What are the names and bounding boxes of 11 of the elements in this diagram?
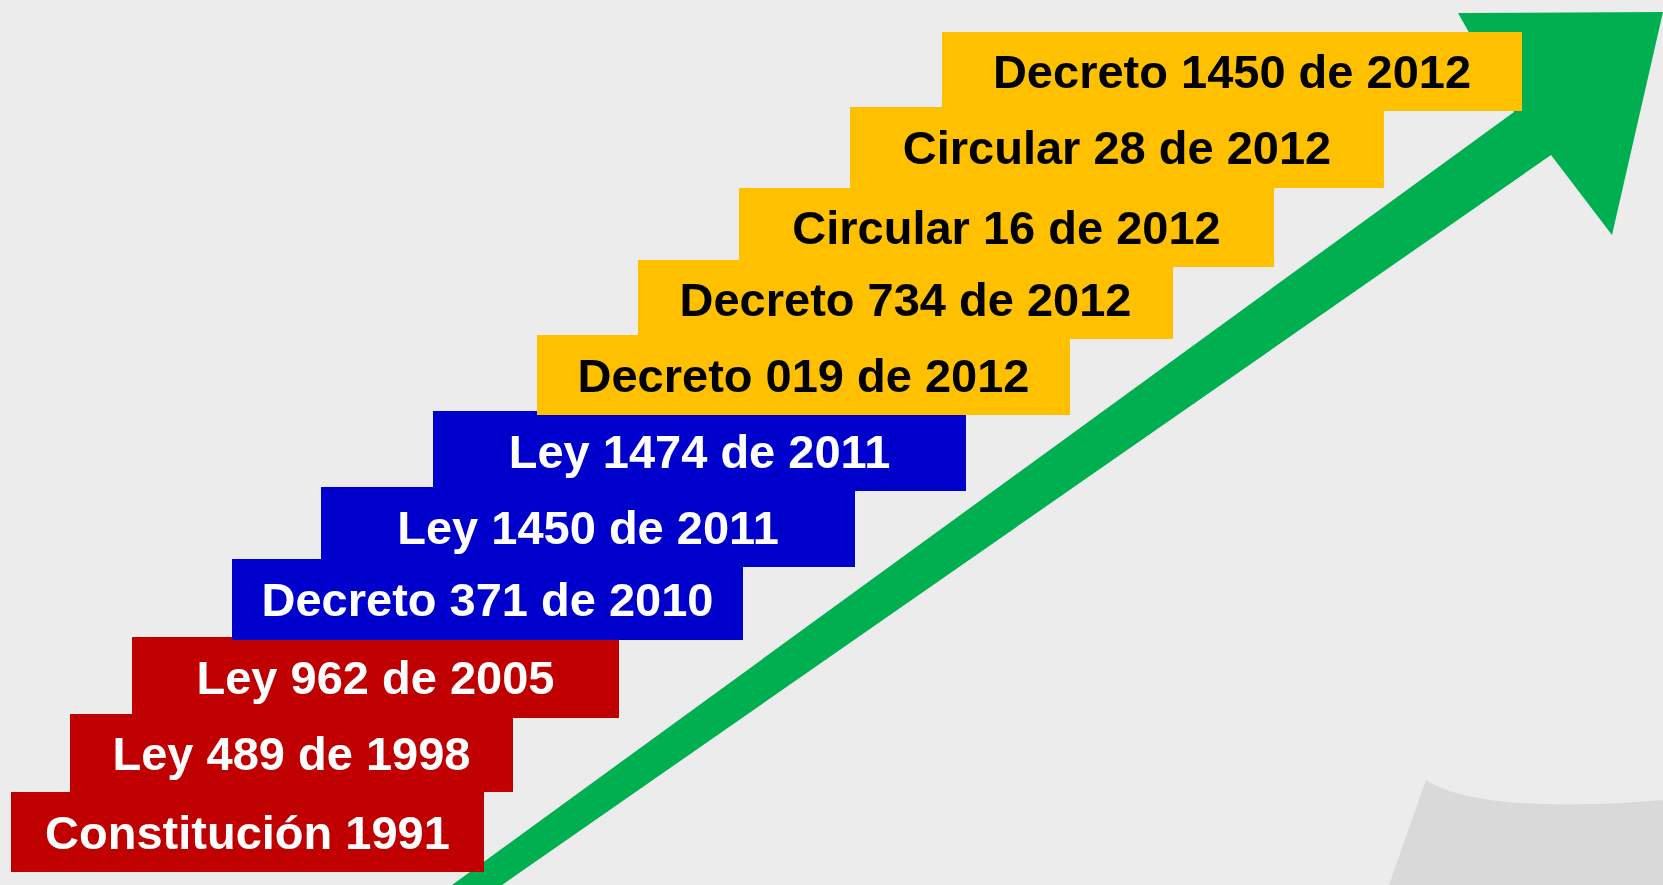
step-box: Ley 489 de 1998 xyxy=(70,714,513,792)
step-box: Decreto 019 de 2012 xyxy=(537,335,1070,415)
step-box: Decreto 734 de 2012 xyxy=(638,260,1173,339)
step-box: Ley 962 de 2005 xyxy=(132,637,619,718)
step-box: Circular 28 de 2012 xyxy=(850,107,1384,188)
step-box: Ley 1474 de 2011 xyxy=(433,411,966,491)
step-box: Decreto 1450 de 2012 xyxy=(942,32,1522,111)
step-box: Ley 1450 de 2011 xyxy=(321,487,855,567)
step-box: Constitución 1991 xyxy=(11,792,484,872)
step-box: Circular 16 de 2012 xyxy=(739,188,1274,267)
step-box: Decreto 371 de 2010 xyxy=(232,559,743,640)
